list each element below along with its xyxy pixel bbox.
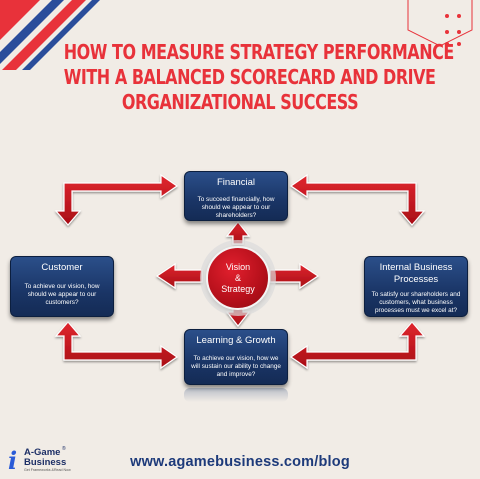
logo-text-line-1: A-Game — [24, 447, 61, 458]
customer-title: Customer — [41, 262, 83, 273]
internal-description: To satisfy our shareholders and customer… — [371, 291, 461, 314]
financial-title: Financial — [216, 177, 256, 188]
internal-title: Internal Business Processes — [379, 262, 453, 285]
logo-registered-mark: ® — [62, 446, 66, 452]
arrow-customer-learning — [54, 321, 179, 370]
arrow-financial-customer — [54, 173, 179, 226]
footer-url-link[interactable]: www.agamebusiness.com/blog — [130, 454, 350, 470]
customer-description: To achieve our vision, how should we app… — [24, 283, 100, 306]
agame-business-logo[interactable]: i A-Game ® Business Get Frameworks &Read… — [8, 446, 98, 476]
page-title: HOW TO MEASURE STRATEGY PERFORMANCE WITH… — [63, 40, 455, 115]
arrow-financial-internal — [289, 173, 426, 226]
learning-description: To achieve our vision, how we will susta… — [191, 355, 281, 378]
learning-box-reflection — [184, 388, 288, 402]
arrow-hub-up — [225, 221, 251, 245]
learning-growth-box: Learning & Growth To achieve our vision,… — [184, 329, 288, 385]
hub-line-2: & — [234, 272, 241, 283]
arrow-hub-right — [269, 262, 320, 290]
title-line-2: WITH A BALANCED SCORECARD AND DRIVE — [63, 65, 436, 89]
financial-box: Financial To succeed financially, how sh… — [184, 171, 288, 221]
title-line-3: ORGANIZATIONAL SUCCESS — [121, 90, 359, 114]
learning-title: Learning & Growth — [196, 335, 276, 346]
financial-description: To succeed financially, how should we ap… — [197, 196, 275, 219]
hub-line-1: Vision — [225, 261, 251, 272]
hub-line-3: Strategy — [221, 283, 255, 294]
logo-mark: i — [8, 446, 18, 475]
internal-business-processes-box: Internal Business Processes To satisfy o… — [364, 256, 468, 317]
arrow-hub-left — [155, 262, 203, 290]
vision-strategy-hub: Vision & Strategy — [206, 246, 270, 310]
corner-hexagon-decoration — [407, 0, 473, 47]
customer-box: Customer To achieve our vision, how shou… — [10, 256, 114, 317]
arrow-internal-learning — [289, 321, 426, 370]
title-line-1: HOW TO MEASURE STRATEGY PERFORMANCE — [63, 40, 455, 64]
logo-tagline: Get Frameworks &Read Now — [24, 468, 71, 472]
logo-text-line-2: Business — [24, 457, 67, 468]
corner-stripes-decoration — [0, 0, 100, 70]
